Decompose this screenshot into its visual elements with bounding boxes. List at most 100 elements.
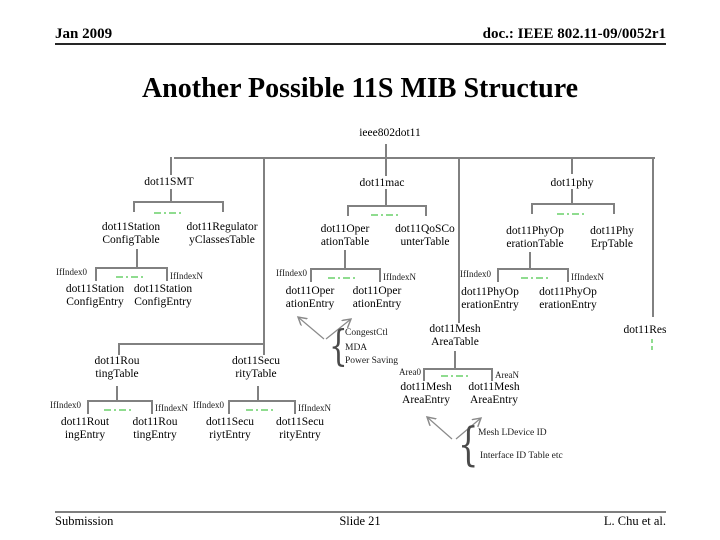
ifindexn-label: IfIndexN	[298, 403, 331, 413]
header-date: Jan 2009	[55, 26, 113, 42]
ifindexn-label: IfIndexN	[571, 272, 604, 282]
tree-connector	[133, 201, 224, 203]
ellipsis-dashes	[116, 276, 143, 278]
tree-connector	[531, 203, 533, 214]
tree-connector	[571, 157, 573, 174]
footer-submission: Submission	[55, 514, 114, 528]
tree-connector	[136, 249, 138, 267]
tree-connector	[174, 157, 655, 159]
tree-connector	[257, 386, 259, 400]
ifindex0-label: IfIndex0	[460, 269, 491, 279]
tree-connector	[385, 144, 387, 158]
tree-node-dot11phy: dot11phy	[550, 177, 594, 189]
ellipsis-dashes	[557, 213, 585, 215]
ellipsis-dashes	[521, 277, 549, 279]
tree-connector	[87, 400, 89, 414]
ellipsis-dashes	[154, 212, 182, 214]
tree-connector	[454, 351, 456, 368]
arean-label: AreaN	[495, 370, 519, 380]
tree-connector	[423, 368, 425, 381]
tree-connector	[529, 252, 531, 268]
slide-title: Another Possible 11S MIB Structure	[141, 73, 579, 104]
tree-connector	[95, 267, 168, 269]
ellipsis-dashes	[441, 375, 468, 377]
tree-connector	[652, 157, 654, 317]
ifindex0-label: IfIndex0	[193, 400, 224, 410]
ifindexn-label: IfIndexN	[170, 271, 203, 281]
tree-connector	[423, 368, 493, 370]
tree-connector	[228, 400, 296, 402]
tree-connector	[222, 201, 224, 212]
ifindex0-label: IfIndex0	[56, 267, 87, 277]
ellipsis-dashes	[328, 277, 356, 279]
footer-author: L. Chu et al.	[603, 514, 666, 528]
annotation-powersaving: Power Saving	[345, 356, 399, 366]
footer-rule	[55, 511, 666, 513]
tree-connector	[170, 189, 172, 201]
area0-label: Area0	[399, 367, 421, 377]
ellipsis-dashes-vertical	[651, 339, 653, 353]
ellipsis-dashes	[371, 214, 400, 216]
header-rule	[55, 43, 666, 45]
annotation-interface-id: Interface ID Table etc	[480, 451, 563, 461]
tree-connector	[310, 268, 312, 282]
tree-connector	[344, 250, 346, 268]
tree-connector	[497, 268, 569, 270]
tree-connector	[567, 268, 569, 282]
tree-node-dot11mac: dot11mac	[359, 177, 405, 189]
tree-connector	[228, 400, 230, 414]
tree-connector	[385, 189, 387, 205]
tree-connector	[95, 267, 97, 281]
tree-node-root: ieee802dot11	[359, 127, 421, 139]
right-brace: {	[458, 417, 479, 471]
tree-connector	[613, 203, 615, 214]
tree-connector	[294, 400, 296, 414]
tree-connector	[491, 368, 493, 381]
tree-connector	[497, 268, 499, 282]
annotation-mda: MDA	[345, 343, 368, 353]
tree-connector	[166, 267, 168, 281]
tree-connector	[151, 400, 153, 414]
tree-connector	[133, 201, 135, 212]
tree-connector	[310, 268, 381, 270]
ellipsis-dashes	[104, 409, 132, 411]
tree-connector	[170, 157, 172, 175]
tree-connector	[263, 157, 265, 355]
tree-connector	[385, 157, 387, 176]
tree-connector	[118, 343, 265, 345]
tree-connector	[347, 205, 427, 207]
ifindex0-label: IfIndex0	[50, 400, 81, 410]
ellipsis-dashes	[246, 409, 274, 411]
footer-slide-number: Slide 21	[339, 514, 381, 528]
ifindexn-label: IfIndexN	[155, 403, 188, 413]
tree-connector	[118, 343, 120, 355]
tree-connector	[347, 205, 349, 216]
tree-connector	[379, 268, 381, 282]
header-doc-number: doc.: IEEE 802.11-09/0052r1	[482, 26, 666, 42]
annotation-congestctl: CongestCtl	[345, 328, 388, 338]
tree-connector	[87, 400, 153, 402]
tree-connector	[571, 189, 573, 203]
annotation-mesh-ldevice: Mesh LDevice ID	[478, 428, 547, 438]
tree-node-dot11res: dot11Res	[623, 324, 667, 336]
left-brace: {	[329, 321, 348, 370]
